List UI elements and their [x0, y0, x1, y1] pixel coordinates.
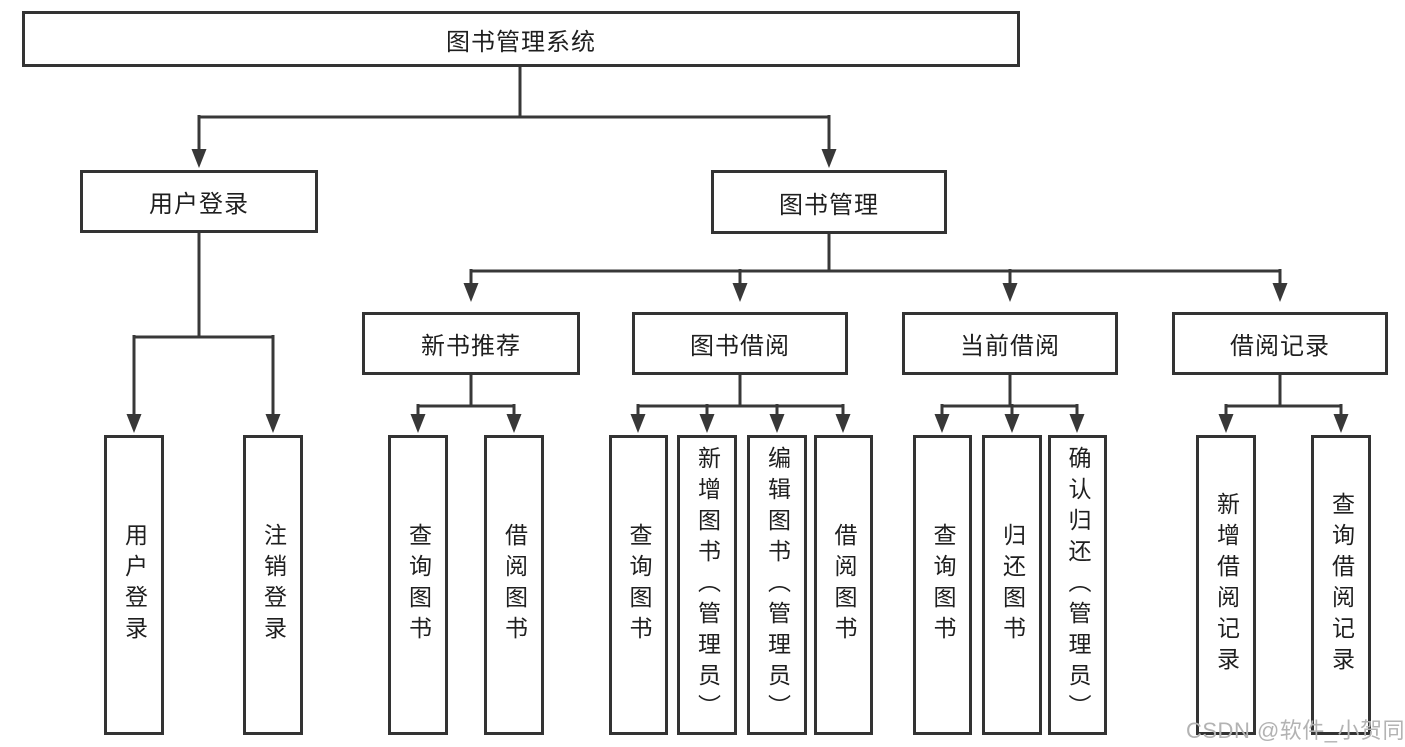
arrowhead [1002, 283, 1018, 302]
arrowhead [699, 414, 715, 433]
arrowhead [410, 414, 426, 433]
connector-current-borrow-children [940, 374, 1079, 416]
leaf-logout-login: 注销登录 [243, 435, 303, 735]
arrowhead [126, 414, 142, 433]
arrowhead [934, 414, 950, 433]
arrowhead [191, 149, 207, 168]
leaf-return-books: 归还图书 [982, 435, 1042, 735]
leaf-add-borrow-record: 新增借阅记录 [1196, 435, 1256, 735]
arrowhead [265, 414, 281, 433]
arrowhead [821, 149, 837, 168]
connector-root-to-level2 [197, 67, 831, 151]
connector-new-book-children [416, 374, 516, 416]
node-user-login: 用户登录 [80, 170, 318, 233]
arrowhead [769, 414, 785, 433]
arrowhead [506, 414, 522, 433]
leaf-confirm-return-admin: 确认归还（管理员） [1048, 435, 1107, 735]
arrowhead [1069, 414, 1085, 433]
connector-user-login-children [132, 232, 275, 416]
leaf-borrow-books-borrowing: 借阅图书 [814, 435, 873, 735]
arrowhead [1218, 414, 1234, 433]
node-library-management-system: 图书管理系统 [22, 11, 1020, 67]
leaf-add-book-admin: 新增图书（管理员） [677, 435, 737, 735]
arrowhead [732, 283, 748, 302]
arrowhead [1333, 414, 1349, 433]
leaf-borrow-books-recommend: 借阅图书 [484, 435, 544, 735]
node-book-management: 图书管理 [711, 170, 947, 234]
arrowhead [835, 414, 851, 433]
arrowhead [630, 414, 646, 433]
arrowhead [463, 283, 479, 302]
node-current-borrowing: 当前借阅 [902, 312, 1118, 375]
connector-book-borrow-children [636, 374, 845, 416]
arrowhead [1272, 283, 1288, 302]
leaf-edit-book-admin: 编辑图书（管理员） [747, 435, 807, 735]
leaf-query-books-borrowing: 查询图书 [609, 435, 668, 735]
leaf-query-books-current: 查询图书 [913, 435, 972, 735]
connector-borrow-record-children [1224, 374, 1343, 416]
node-new-book-recommendation: 新书推荐 [362, 312, 580, 375]
connector-paths [132, 67, 1343, 416]
leaf-query-borrow-record: 查询借阅记录 [1311, 435, 1371, 735]
node-borrowing-records: 借阅记录 [1172, 312, 1388, 375]
csdn-watermark: CSDN @软件_小贺同学 [1186, 718, 1405, 743]
arrowheads [126, 149, 1349, 433]
node-book-borrowing: 图书借阅 [632, 312, 848, 375]
leaf-user-login: 用户登录 [104, 435, 164, 735]
connector-book-management-children [469, 232, 1282, 285]
arrowhead [1004, 414, 1020, 433]
leaf-query-books-recommend: 查询图书 [388, 435, 448, 735]
